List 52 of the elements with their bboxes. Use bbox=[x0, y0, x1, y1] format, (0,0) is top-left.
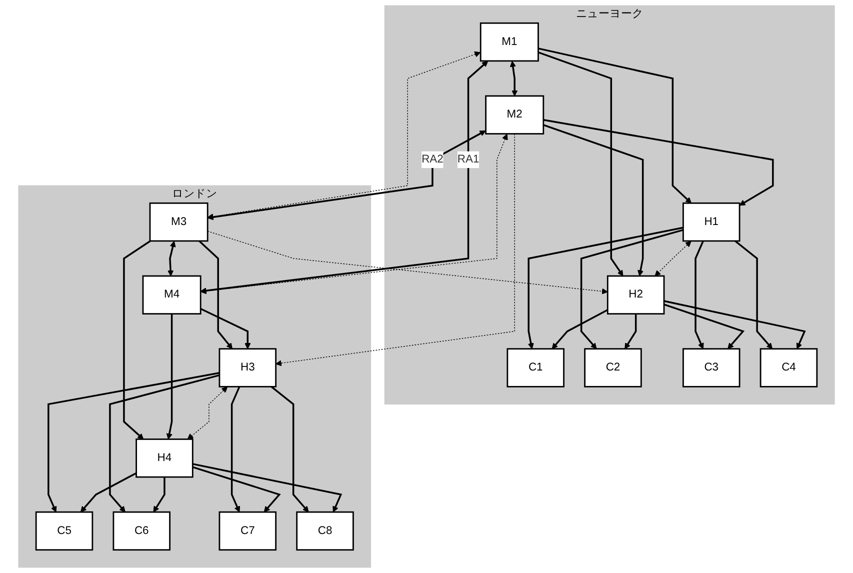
arrow bbox=[200, 60, 488, 294]
arrow bbox=[192, 463, 342, 512]
node-box: C4 bbox=[760, 348, 818, 388]
arrow bbox=[734, 240, 773, 350]
edge-label: RA2 bbox=[422, 153, 444, 166]
arrow bbox=[109, 374, 220, 512]
arrow bbox=[270, 386, 309, 512]
arrow bbox=[552, 309, 608, 350]
node-box: C1 bbox=[506, 348, 564, 388]
node-box: M3 bbox=[149, 202, 208, 242]
arrow bbox=[528, 226, 684, 350]
arrow bbox=[654, 240, 692, 276]
arrow bbox=[207, 51, 481, 220]
node-box: C2 bbox=[584, 348, 642, 388]
arrow bbox=[664, 304, 745, 350]
arrow bbox=[200, 134, 508, 294]
node-box: H1 bbox=[682, 202, 740, 242]
arrow bbox=[48, 372, 220, 512]
arrow bbox=[207, 130, 486, 220]
arrow bbox=[187, 386, 228, 440]
node-box: M4 bbox=[142, 275, 202, 315]
arrow bbox=[510, 60, 518, 96]
arrow bbox=[200, 308, 251, 350]
node-box: C8 bbox=[296, 511, 354, 551]
arrow bbox=[624, 314, 637, 350]
arrow bbox=[198, 240, 233, 350]
arrow bbox=[538, 48, 692, 204]
arrow bbox=[167, 240, 176, 276]
arrow bbox=[192, 466, 281, 512]
node-box: C5 bbox=[35, 511, 94, 551]
arrow bbox=[123, 240, 151, 440]
node-box: H2 bbox=[606, 275, 665, 315]
arrow bbox=[543, 124, 644, 276]
arrow bbox=[80, 472, 137, 512]
arrow bbox=[543, 119, 774, 206]
node-box: C3 bbox=[682, 348, 740, 388]
arrow bbox=[207, 230, 608, 294]
node-box: M1 bbox=[480, 22, 539, 62]
node-box: H3 bbox=[218, 348, 277, 388]
node-box: C6 bbox=[112, 511, 170, 551]
arrow bbox=[166, 314, 173, 440]
edge-label: RA1 bbox=[457, 153, 480, 166]
arrow bbox=[276, 133, 515, 366]
arrow bbox=[664, 300, 806, 350]
node-box: M2 bbox=[485, 95, 544, 134]
arrow bbox=[230, 386, 240, 512]
arrow bbox=[538, 52, 624, 276]
arrow bbox=[153, 477, 166, 512]
node-box: H4 bbox=[136, 438, 194, 478]
arrow bbox=[694, 240, 704, 350]
arrow bbox=[580, 229, 684, 350]
node-box: C7 bbox=[218, 511, 277, 551]
